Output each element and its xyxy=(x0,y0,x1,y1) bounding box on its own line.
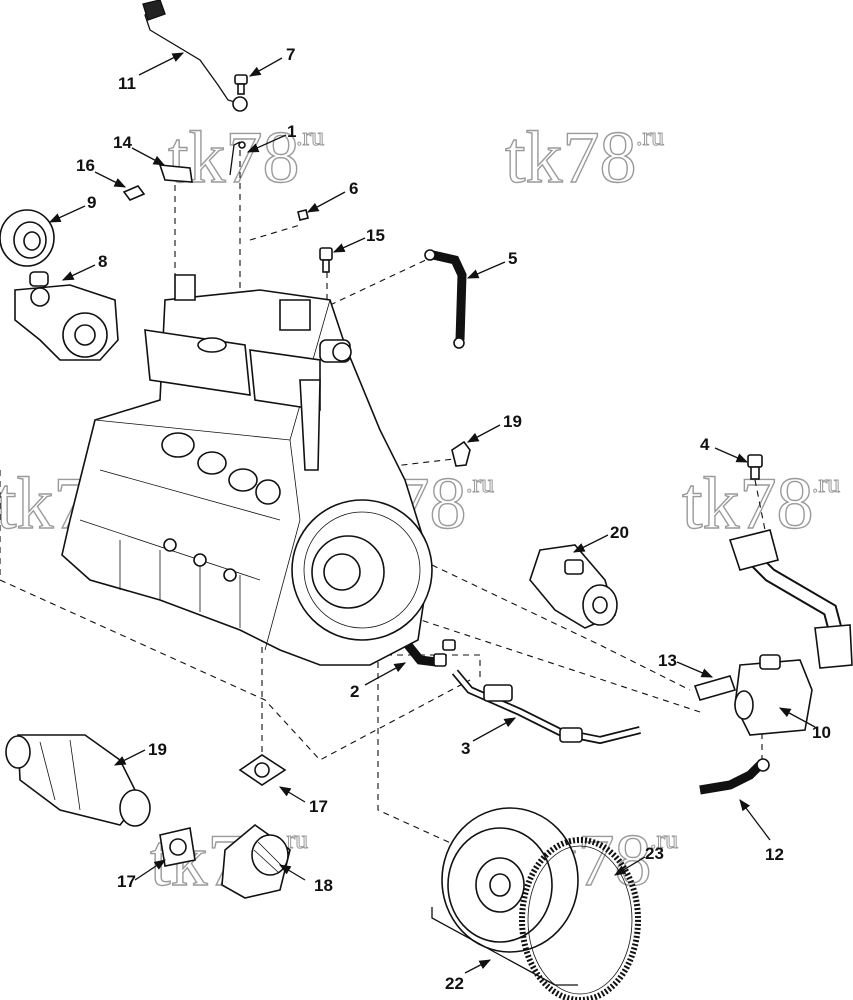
part-10-egr-cooler xyxy=(734,654,813,736)
callout-15: 15 xyxy=(366,226,385,245)
engine-block xyxy=(61,274,433,666)
callout-19: 19 xyxy=(148,740,167,759)
callout-10: 10 xyxy=(812,723,831,742)
part-5-hose xyxy=(424,249,467,349)
svg-text:.ru: .ru xyxy=(466,469,494,498)
svg-text:tk78: tk78 xyxy=(682,463,814,545)
callout-2: 2 xyxy=(350,682,359,701)
svg-text:.ru: .ru xyxy=(812,469,840,498)
callout-14: 14 xyxy=(113,133,132,152)
part-egr-pipe xyxy=(728,529,853,669)
callout-9: 9 xyxy=(87,193,96,212)
callout-3: 3 xyxy=(461,739,470,758)
part-12-hose xyxy=(699,758,770,795)
part-16-sensor xyxy=(122,185,146,201)
watermark-2: tk78 .ru xyxy=(504,116,664,199)
part-2-hose xyxy=(404,639,456,667)
callout-6: 6 xyxy=(349,179,358,198)
part-15-sensor xyxy=(319,247,333,273)
callout-17-gasket-a: 17 xyxy=(309,797,328,816)
leader-lines xyxy=(48,52,816,974)
part-8-water-pump xyxy=(14,271,119,361)
callout-23: 23 xyxy=(645,844,664,863)
part-7-bolt xyxy=(234,74,248,95)
part-9-pulley xyxy=(0,209,55,267)
svg-text:tk78: tk78 xyxy=(168,117,300,199)
watermark-5: tk78 .ru xyxy=(681,462,840,545)
callout-13: 13 xyxy=(658,651,677,670)
part-13-pipe xyxy=(693,675,737,701)
callout-8: 8 xyxy=(98,252,107,271)
part-22-bracket xyxy=(431,907,578,986)
part-17-gasket-b xyxy=(159,827,196,867)
part-21-starter xyxy=(529,544,618,629)
part-23-ring-gear xyxy=(519,837,641,1000)
callout-5: 5 xyxy=(508,249,517,268)
callout-22: 22 xyxy=(445,974,464,993)
part-4-connector xyxy=(747,454,763,480)
callout-labels: 11 7 1 14 16 6 15 9 8 5 19 4 20 13 10 2 … xyxy=(76,45,831,993)
svg-text:.ru: .ru xyxy=(296,122,324,151)
part-3-dipstick-tube xyxy=(451,669,641,745)
part-17-gasket-a xyxy=(238,754,287,786)
callout-21: 20 xyxy=(610,523,629,542)
callout-1: 1 xyxy=(287,122,296,141)
part-20-fitting xyxy=(451,440,471,467)
callout-7: 7 xyxy=(286,45,295,64)
callout-16: 16 xyxy=(76,156,95,175)
part-6-screw xyxy=(297,209,309,221)
callout-4: 4 xyxy=(700,435,710,454)
callout-11: 11 xyxy=(118,74,136,93)
part-22-flywheel xyxy=(441,807,579,953)
part-1-sensor xyxy=(229,141,246,176)
svg-text:.ru: .ru xyxy=(636,122,664,151)
callout-12: 12 xyxy=(765,845,784,864)
callout-20: 19 xyxy=(503,412,522,431)
part-14-bracket xyxy=(158,164,193,183)
part-19-dpf xyxy=(5,734,151,827)
part-11-fuel-line xyxy=(142,0,248,112)
svg-text:tk78: tk78 xyxy=(505,117,637,199)
callout-18: 18 xyxy=(314,876,333,895)
svg-text:.ru: .ru xyxy=(650,825,678,854)
watermark-1: tk78 .ru xyxy=(167,116,324,199)
callout-17-gasket-b: 17 xyxy=(117,872,136,891)
